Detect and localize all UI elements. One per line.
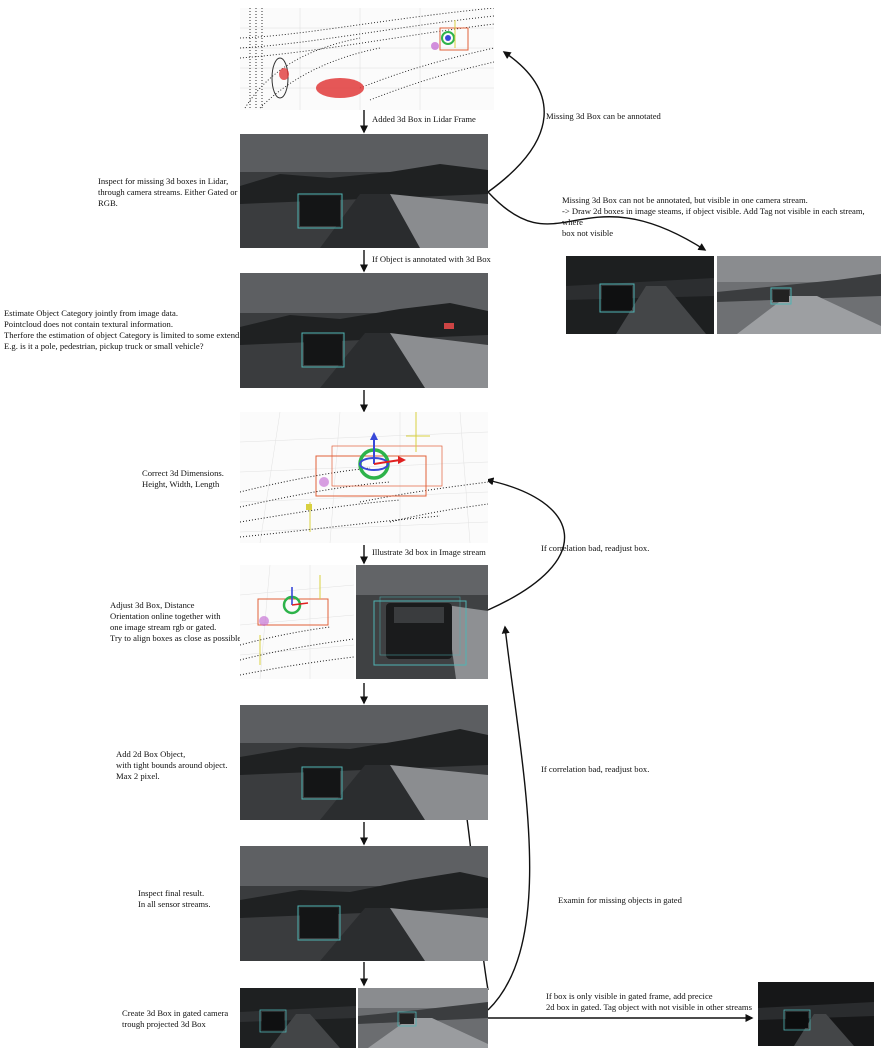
arrow-examine-gated (488, 627, 530, 1010)
lidar-adjust-graphic (240, 565, 354, 679)
label-correlation-bad-2: If correlation bad, readjust box. (541, 764, 649, 775)
label-only-gated: If box is only visible in gated frame, a… (546, 991, 752, 1013)
camera-image-category (240, 273, 488, 388)
label-examine-gated: Examin for missing objects in gated (558, 895, 682, 906)
lidar-pointcloud-graphic (240, 8, 494, 110)
winter-road-graphic-4 (240, 846, 488, 961)
lidar-adjust-image (240, 565, 354, 679)
label-estimate-category: Estimate Object Category jointly from im… (4, 308, 241, 352)
label-add-2d-box: Add 2d Box Object, with tight bounds aro… (116, 749, 227, 782)
lidar-3d-box-graphic (240, 412, 488, 543)
arrow-missing-annotated (488, 52, 544, 192)
label-added-3d-box: Added 3d Box in Lidar Frame (372, 114, 476, 125)
label-create-gated: Create 3d Box in gated camera trough pro… (122, 1008, 228, 1030)
camera-image-final (240, 846, 488, 961)
label-adjust-box: Adjust 3d Box, Distance Orientation onli… (110, 600, 243, 644)
label-inspect-missing: Inspect for missing 3d boxes in Lidar, t… (98, 176, 237, 209)
camera-image-inspect (240, 134, 488, 248)
gated-left-graphic (240, 988, 356, 1048)
label-correlation-bad-1: If correlation bad, readjust box. (541, 543, 649, 554)
gated-side-graphic (566, 256, 714, 334)
camera-adjust-closeup-image (356, 565, 488, 679)
side-camera-image-gated (566, 256, 714, 334)
winter-road-graphic-2 (240, 273, 488, 388)
label-missing-annotated: Missing 3d Box can be annotated (546, 111, 661, 122)
label-correct-dims: Correct 3d Dimensions. Height, Width, Le… (142, 468, 224, 490)
winter-road-graphic-3 (240, 705, 488, 820)
lidar-frame-image (240, 8, 494, 110)
car-closeup-graphic (356, 565, 488, 679)
label-inspect-final: Inspect final result. In all sensor stre… (138, 888, 211, 910)
lidar-box-dimension-image (240, 412, 488, 543)
gated-camera-image-left (240, 988, 356, 1048)
label-missing-not-annotated: Missing 3d Box can not be annotated, but… (562, 195, 884, 239)
camera-image-2d-box (240, 705, 488, 820)
gated-right-graphic (358, 988, 488, 1048)
label-if-annotated: If Object is annotated with 3d Box (372, 254, 491, 265)
label-illustrate-box: Illustrate 3d box in Image stream (372, 547, 486, 558)
gated-only-image (758, 982, 874, 1046)
side-camera-image-rgb (717, 256, 881, 334)
winter-road-graphic (240, 134, 488, 248)
gated-only-graphic (758, 982, 874, 1046)
rgb-side-graphic (717, 256, 881, 334)
gated-camera-image-right (358, 988, 488, 1048)
